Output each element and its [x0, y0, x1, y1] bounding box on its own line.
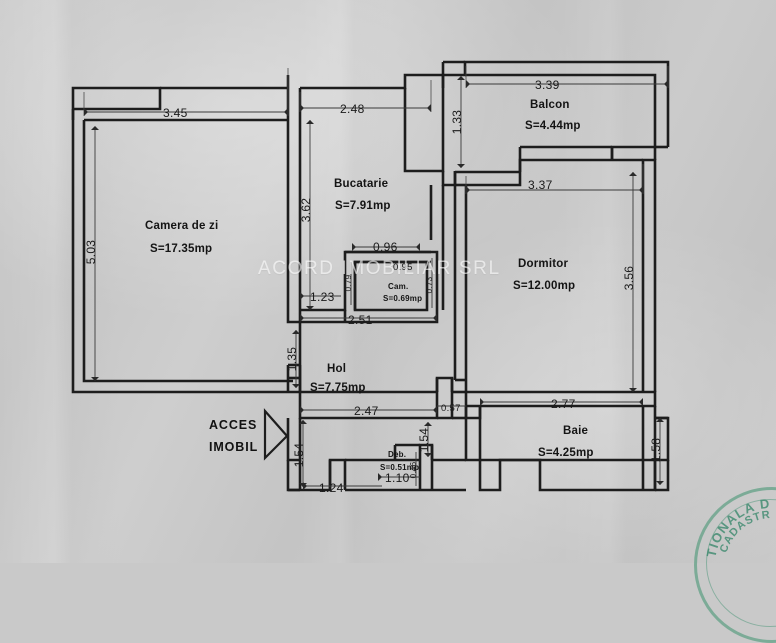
room-label-baie: Baie	[563, 425, 588, 437]
dim-debara-width: 1.10	[385, 471, 410, 485]
dim-top-balcon: 3.39	[535, 78, 560, 92]
room-labels: Camera de zi S=17.35mp Bucatarie S=7.91m…	[145, 99, 594, 472]
dimension-lines	[83, 66, 669, 487]
acces-imobil-label: ACCES IMOBIL	[209, 418, 258, 454]
dim-hol-gap: 0.57	[441, 403, 461, 414]
room-area-debara: S=0.51mp	[380, 463, 419, 472]
dim-top-camera-zi: 3.45	[163, 106, 188, 120]
acces-imobil-arrow	[263, 408, 289, 461]
dim-baie-left-height: 1.54	[417, 428, 431, 453]
dim-hol-width: 2.47	[354, 404, 379, 418]
dim-entry-width: 1.24	[319, 481, 344, 495]
room-area-balcon: S=4.44mp	[525, 120, 581, 132]
floor-plan-drawing: Camera de zi S=17.35mp Bucatarie S=7.91m…	[71, 60, 670, 495]
dim-entry-height: 1.54	[292, 443, 306, 468]
dim-balcon-depth: 1.33	[450, 110, 464, 135]
room-area-camera-de-zi: S=17.35mp	[150, 243, 212, 255]
room-label-hol: Hol	[327, 363, 346, 375]
walls-outer	[71, 60, 670, 492]
dimension-arrows	[84, 76, 668, 490]
room-area-bucatarie: S=7.91mp	[335, 200, 391, 212]
room-area-hol: S=7.75mp	[310, 382, 366, 394]
acces-label-line1: ACCES	[209, 418, 257, 432]
dim-baie-width: 2.77	[551, 397, 576, 411]
dim-top-bucatarie: 2.48	[340, 102, 365, 116]
dim-bucatarie-bottom: 2.51	[348, 313, 373, 327]
dimension-labels: 3.45 2.48 3.39 3.37 1.33 5.03 3.62 3.56 …	[84, 78, 663, 495]
dim-hol-left-height: 1.35	[285, 347, 299, 372]
dim-dormitor-height: 3.56	[622, 266, 636, 291]
dim-camin-left: 0.79	[344, 274, 353, 291]
dim-balcon-inner: 3.37	[528, 178, 553, 192]
dim-left-camera-zi: 5.03	[84, 240, 98, 265]
dim-bucatarie-height: 3.62	[299, 198, 313, 223]
dim-baie-height: 1.58	[649, 438, 663, 463]
room-area-camin: S=0.69mp	[383, 294, 422, 303]
dim-bucatarie-bottom-left: 1.23	[310, 290, 335, 304]
dim-debara-height: 0.46	[409, 461, 418, 478]
room-label-balcon: Balcon	[530, 99, 570, 111]
room-area-dormitor: S=12.00mp	[513, 280, 575, 292]
acces-label-line2: IMOBIL	[209, 440, 258, 454]
room-label-debara: Deb.	[388, 450, 406, 459]
dim-camin-width: 0.95	[393, 262, 413, 273]
dim-camin-top: 0.96	[373, 240, 398, 254]
room-label-bucatarie: Bucatarie	[334, 178, 388, 190]
room-area-baie: S=4.25mp	[538, 447, 594, 459]
room-label-camera-de-zi: Camera de zi	[145, 220, 218, 232]
room-label-camin: Cam.	[388, 282, 408, 291]
dim-camin-height: 0.73	[425, 276, 434, 293]
room-label-dormitor: Dormitor	[518, 258, 568, 270]
